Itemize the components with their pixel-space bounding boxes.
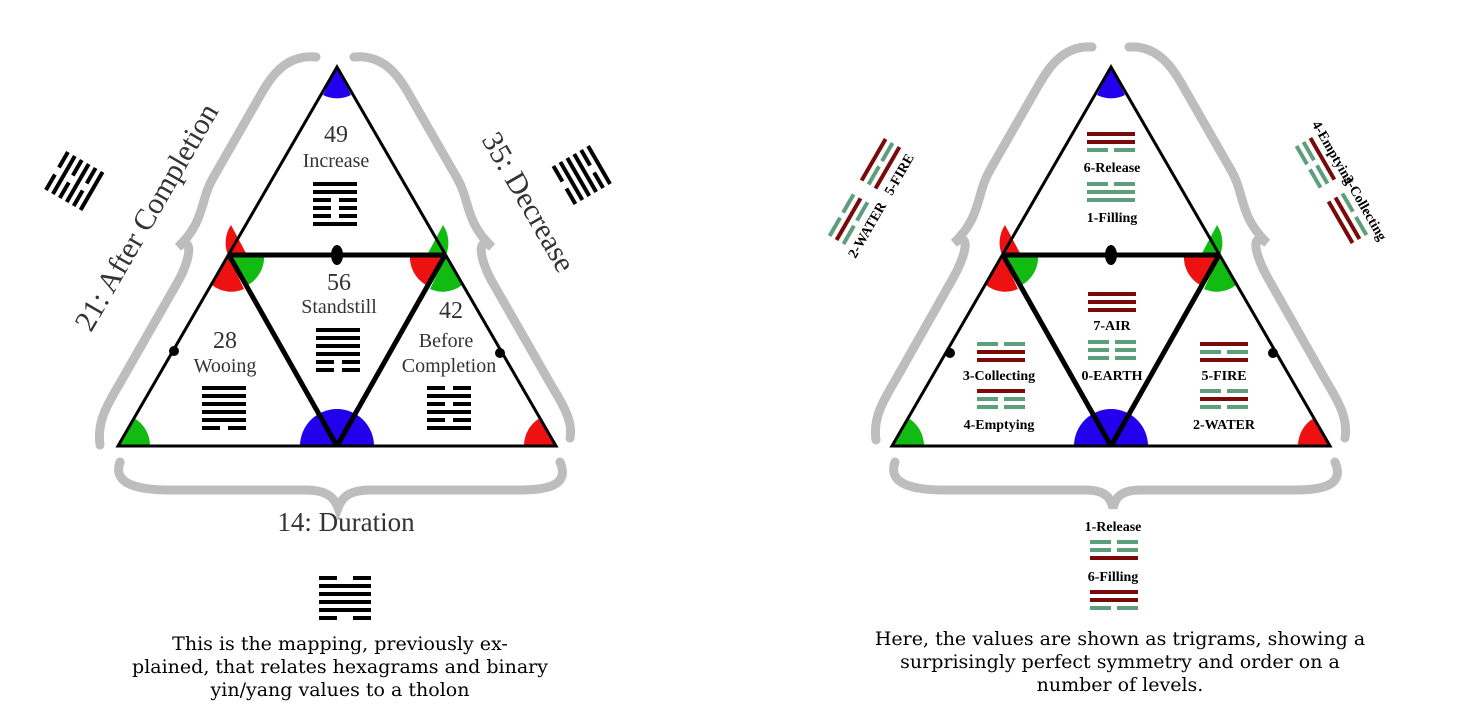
caption-line: number of levels. (1036, 674, 1204, 696)
trigram-icon (827, 193, 870, 245)
center-bottom-arc-blue (300, 409, 374, 446)
caption-line: This is the mapping, previously ex- (172, 633, 508, 655)
outer-right-trigrams: 4-Emptying 3-Collecting (1294, 119, 1389, 245)
left-mid-arc-red (212, 257, 244, 292)
trigram-icon (859, 137, 902, 190)
right-node (495, 348, 505, 358)
hexagram-tholon-diagram: 21: After Completion 35: Decrease 14: Du… (44, 52, 612, 620)
bottom-upper-label: 1-Release (1085, 520, 1142, 535)
trigram-icon (1200, 342, 1248, 362)
trigram-icon (1326, 192, 1369, 245)
top-number: 49 (324, 122, 348, 148)
outer-brackets (94, 52, 576, 521)
outer-left-trigrams: 2-WATER 5-FIRE (827, 137, 918, 261)
center-name: Standstill (301, 296, 377, 318)
trigram-icon (977, 342, 1025, 362)
left-node (169, 346, 179, 356)
bottom-brace (889, 457, 1342, 510)
center-number: 56 (327, 270, 351, 296)
trigram-icon (1087, 132, 1135, 152)
left-panel: 21: After Completion 35: Decrease 14: Du… (44, 52, 612, 702)
left-top-arc-green (232, 255, 265, 285)
hexagram-icon (316, 328, 360, 372)
right-lower-label: 2-WATER (1193, 418, 1256, 433)
right-mid-arc-green (1204, 257, 1236, 292)
inner-left-edge (226, 253, 340, 448)
bottom-left-arc-green (118, 418, 151, 446)
side-label-right: 35: Decrease (475, 127, 581, 278)
left-number: 28 (213, 328, 237, 354)
hexagram-icon (202, 386, 246, 430)
inner-left-edge (1000, 253, 1114, 448)
trigram-icon (1200, 389, 1248, 409)
right-caption: Here, the values are shown as trigrams, … (860, 628, 1380, 697)
center-node (331, 245, 343, 265)
right-name-line1: Before (419, 330, 474, 352)
inner-right-edge (334, 253, 448, 448)
left-node (945, 348, 955, 358)
right-number: 42 (439, 298, 463, 324)
top-upper-label: 6-Release (1084, 161, 1141, 176)
right-top-arc-red (409, 255, 442, 285)
trigram-tholon-diagram: 6-Release 1-Filling 7-AIR 0-EARTH 3-Coll… (827, 42, 1389, 610)
bottom-brace (114, 457, 567, 521)
right-brace (349, 52, 576, 443)
caption-line: plained, that relates hexagrams and bina… (132, 656, 548, 678)
trigram-icon (977, 389, 1025, 409)
right-node (1268, 348, 1278, 358)
outer-left-label-b: 5-FIRE (882, 152, 918, 199)
right-name-line2: Completion (402, 355, 496, 377)
left-brace (870, 42, 1097, 445)
outer-brackets (870, 42, 1351, 510)
trigram-icon (1087, 182, 1135, 202)
left-caption: This is the mapping, previously ex- plai… (110, 633, 570, 702)
trigram-icon (1088, 292, 1136, 312)
hexagram-icon (313, 182, 357, 226)
caption-line: Here, the values are shown as trigrams, … (874, 628, 1366, 650)
trigram-icon (1088, 340, 1136, 360)
inner-right-edge (1108, 253, 1222, 448)
center-node (1105, 245, 1117, 265)
caption-line: yin/yang values to a tholon (210, 679, 470, 701)
right-brace (1124, 42, 1351, 443)
bottom-right-arc-red (1297, 418, 1330, 446)
bottom-right-arc-red (523, 418, 556, 446)
left-lower-label: 4-Emptying (964, 418, 1035, 433)
triangle-lines (115, 64, 559, 448)
side-label-bottom: 14: Duration (277, 507, 415, 537)
top-arc-blue (1097, 67, 1125, 99)
right-upper-label: 5-FIRE (1201, 369, 1246, 384)
center-lower-label: 0-EARTH (1082, 369, 1143, 384)
right-top-arc-red (1183, 255, 1216, 285)
left-brace (94, 52, 321, 450)
left-name: Wooing (194, 355, 257, 377)
node-dots (945, 245, 1278, 358)
right-panel: 6-Release 1-Filling 7-AIR 0-EARTH 3-Coll… (740, 0, 1469, 713)
hexagram-icon (551, 144, 612, 206)
bottom-lower-label: 6-Filling (1088, 570, 1139, 585)
right-mid-arc-green (430, 257, 462, 292)
left-top-arc-green (1006, 255, 1039, 285)
hexagram-icon (319, 576, 371, 620)
top-name: Increase (303, 150, 370, 172)
center-upper-label: 7-AIR (1093, 319, 1131, 334)
trigram-icon (1090, 590, 1138, 610)
caption-line: surprisingly perfect symmetry and order … (900, 651, 1340, 673)
bottom-left-arc-green (892, 418, 925, 446)
hexagram-icon (427, 386, 471, 430)
top-lower-label: 1-Filling (1087, 211, 1138, 226)
trigram-icon (1294, 137, 1337, 189)
left-mid-arc-red (986, 257, 1018, 292)
node-dots (169, 245, 505, 358)
trigram-icon (1090, 540, 1138, 560)
center-bottom-arc-blue (1074, 409, 1148, 446)
hexagram-icon (44, 150, 105, 212)
top-arc-blue (323, 67, 351, 99)
left-upper-label: 3-Collecting (963, 369, 1035, 384)
